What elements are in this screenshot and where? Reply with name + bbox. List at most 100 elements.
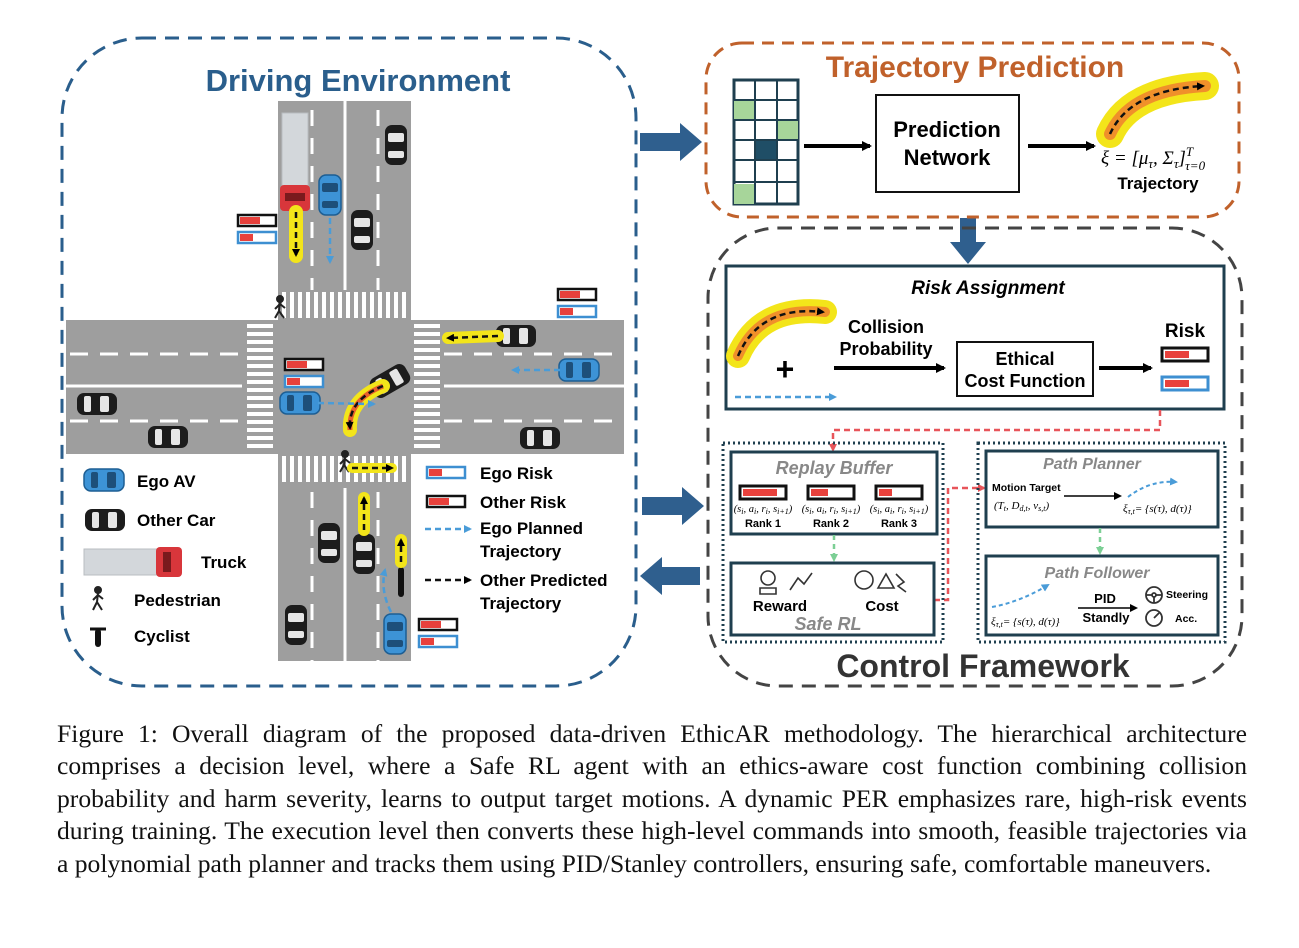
collision-probability-label-2: Probability <box>839 339 932 359</box>
risk-label: Risk <box>1165 321 1206 342</box>
follower-input-curve <box>991 583 1050 608</box>
saferl-to-planner-connector <box>934 484 986 602</box>
legend-truck-label: Truck <box>201 553 247 572</box>
risk-bar-scene-4 <box>556 304 598 319</box>
risk-to-replay-connector <box>829 410 1162 452</box>
legend-other-predicted-label-1: Other Predicted <box>480 571 608 590</box>
other-predicted-trajectories <box>289 205 504 568</box>
arrow-env-to-control <box>642 487 704 525</box>
legend-pedestrian-icon <box>92 586 104 611</box>
standly-label: Standly <box>1083 610 1131 625</box>
svg-text:(si, ai, ri, si+1): (si, ai, ri, si+1) <box>734 504 793 516</box>
trajectory-prediction-title: Trajectory Prediction <box>826 51 1124 84</box>
motion-target-args: (Tt, Dd,t, vs,t) <box>994 500 1049 513</box>
rank-3-label: Rank 3 <box>881 518 917 530</box>
legend-other-car-label: Other Car <box>137 511 216 530</box>
legend-ego-risk-icon <box>425 465 467 480</box>
path-planner-title: Path Planner <box>1043 456 1142 473</box>
risk-plus-sign: + <box>776 351 795 387</box>
safe-rl-box <box>729 561 936 637</box>
risk-bar-scene-6 <box>283 374 325 389</box>
replay-buffer-item-2: (si, ai, ri, si+1) Rank 2 <box>802 484 861 530</box>
ego-car-scene-bottom <box>383 613 407 655</box>
legend-other-risk-label: Other Risk <box>480 493 567 512</box>
other-car-scene-5 <box>77 393 117 415</box>
replay-buffer-item-3: (si, ai, ri, si+1) Rank 3 <box>870 484 929 530</box>
legend-ego-planned-label-1: Ego Planned <box>480 519 583 538</box>
ego-planned-trajectories <box>317 218 560 613</box>
driving-environment-panel: Driving Environment <box>60 36 638 688</box>
legend-cyclist-icon <box>90 627 106 647</box>
methodology-diagram: Driving Environment <box>60 36 1244 688</box>
risk-bar-scene-5 <box>283 357 325 372</box>
pedestrian-scene-1 <box>274 295 286 319</box>
pid-label: PID <box>1094 591 1116 606</box>
follower-input-formula: ξτ,t= {s(τ), d(τ)} <box>991 616 1060 629</box>
legend-truck-icon <box>83 547 182 577</box>
prediction-network-box <box>875 94 1020 193</box>
arrow-control-to-env <box>640 557 700 595</box>
figure-caption: Figure 1: Overall diagram of the propose… <box>57 719 1247 878</box>
steering-label: Steering <box>1166 589 1208 601</box>
legend-cyclist-label: Cyclist <box>134 627 190 646</box>
legend-ego-av-icon <box>83 468 125 492</box>
occupancy-grid <box>732 78 800 206</box>
control-framework-frame <box>706 226 1244 688</box>
svg-text:(si, ai, ri, si+1): (si, ai, ri, si+1) <box>870 504 929 516</box>
trajectory-prediction-frame <box>704 41 1241 219</box>
legend-other-risk-icon <box>425 494 467 509</box>
arrow-env-to-prediction <box>640 123 702 161</box>
safe-rl-title: Safe RL <box>794 614 861 634</box>
svg-text:(si, ai, ri, si+1): (si, ai, ri, si+1) <box>802 504 861 516</box>
rank-2-label: Rank 2 <box>813 518 849 530</box>
other-car-scene-9 <box>353 534 375 574</box>
legend-ego-av-label: Ego AV <box>137 472 196 491</box>
risk-output-ego-bar <box>1160 375 1210 392</box>
legend-ego-risk-label: Ego Risk <box>480 464 553 483</box>
driving-environment-title: Driving Environment <box>206 63 511 98</box>
ethical-cost-function-box <box>956 341 1094 397</box>
path-follower-title: Path Follower <box>1045 565 1151 582</box>
other-car-scene-1 <box>385 125 407 165</box>
ethical-cost-function-label-1: Ethical <box>995 349 1054 369</box>
ego-car-main <box>279 391 321 415</box>
motion-target-label: Motion Target <box>992 482 1061 494</box>
legend-pedestrian-label: Pedestrian <box>134 591 221 610</box>
prediction-network-label-1: Prediction <box>893 117 1001 142</box>
risk-bar-scene-2 <box>236 230 278 245</box>
path-follower-box <box>984 554 1220 637</box>
steering-wheel-icon <box>1145 586 1163 604</box>
other-car-scene-8 <box>318 523 340 563</box>
replay-buffer-item-1: (si, ai, ri, si+1) Rank 1 <box>734 484 793 530</box>
rank-1-label: Rank 1 <box>745 518 781 530</box>
ego-car-scene-right <box>558 358 600 382</box>
execution-level-group <box>976 441 1227 644</box>
legend: Ego AV Other Car Truck Pedestrian Cyclis… <box>83 464 608 647</box>
legend-other-predicted-label-2: Trajectory <box>480 594 562 613</box>
cost-icon <box>854 570 907 593</box>
arrow-prediction-to-control <box>950 218 986 264</box>
risk-output-other-bar <box>1160 346 1210 363</box>
reward-icon <box>759 570 813 595</box>
other-car-scene-6 <box>148 426 188 448</box>
control-framework-panel: Control Framework Risk Assignment + Coll… <box>706 226 1244 688</box>
decision-level-group <box>721 441 945 644</box>
truck-scene <box>280 112 310 211</box>
accelerator-icon <box>1145 609 1163 627</box>
other-car-scene-7 <box>520 427 560 449</box>
replay-buffer-title: Replay Buffer <box>776 458 894 478</box>
path-planner-box <box>984 449 1220 529</box>
other-car-scene-2 <box>351 210 373 250</box>
legend-other-car-icon <box>85 509 125 531</box>
control-framework-title: Control Framework <box>836 648 1130 684</box>
risk-trajectory-icon <box>726 299 837 368</box>
trajectory-output-label: Trajectory <box>1117 174 1199 193</box>
risk-bar-scene-8 <box>417 634 459 649</box>
risk-bar-scene-7 <box>417 617 459 632</box>
pedestrian-scene-2 <box>339 450 351 473</box>
ethical-cost-function-label-2: Cost Function <box>965 371 1086 391</box>
trajectory-prediction-panel: Trajectory Prediction Prediction Network… <box>704 41 1241 219</box>
collision-probability-label-1: Collision <box>848 317 924 337</box>
planner-output-formula: ξτ,t= {s(τ), d(τ)} <box>1123 503 1192 516</box>
